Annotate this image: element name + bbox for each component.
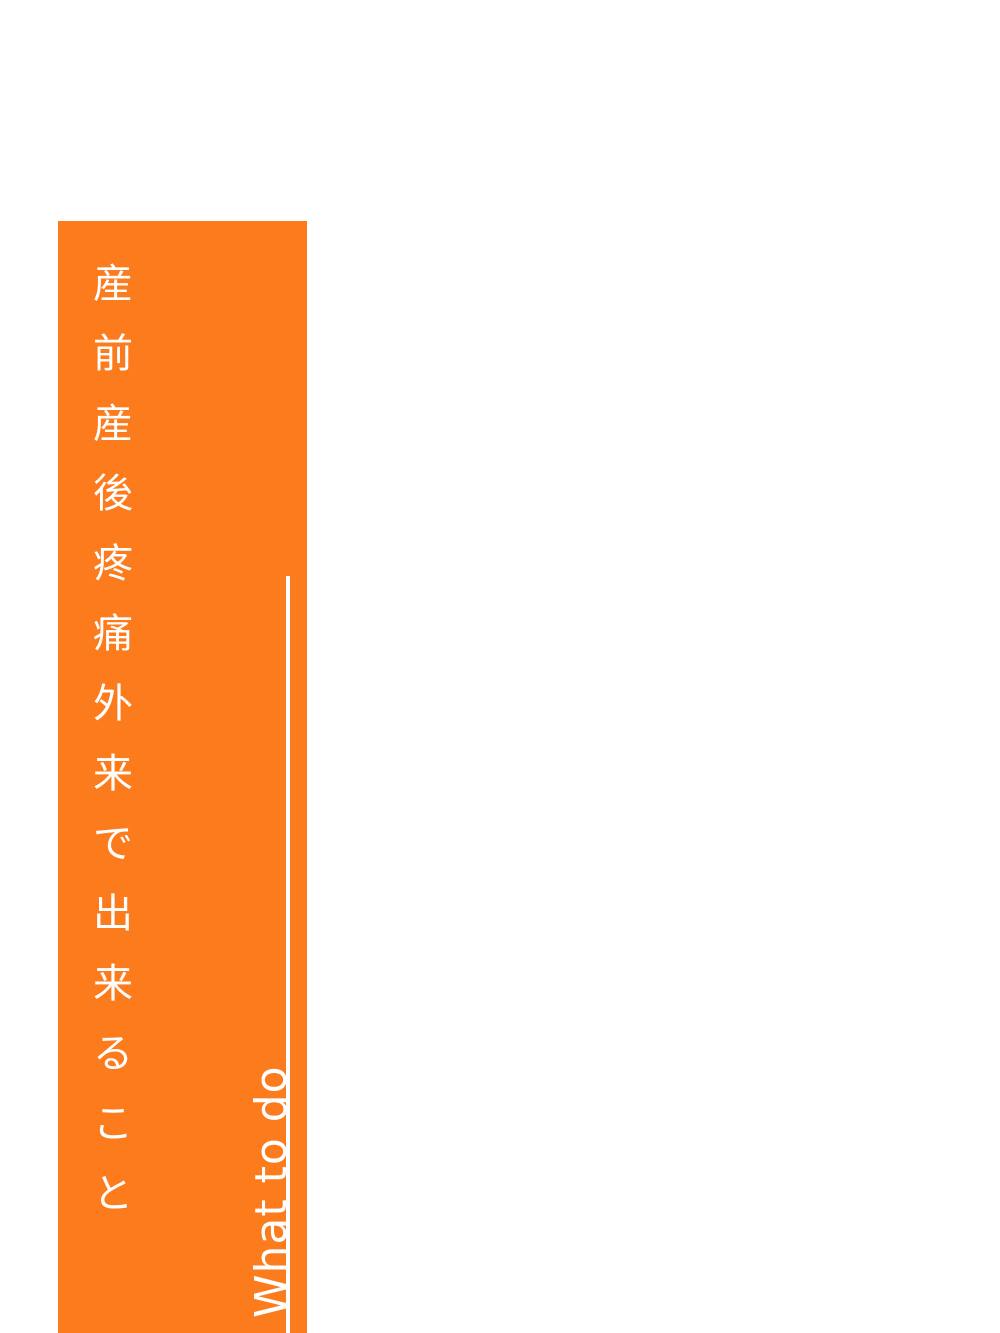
title-char: 痛: [93, 611, 133, 657]
english-subtitle: What to do: [246, 1065, 297, 1318]
title-char: 出: [93, 891, 133, 937]
title-char: で: [93, 821, 133, 867]
title-char: 来: [93, 751, 133, 797]
title-char: 後: [93, 471, 133, 517]
title-char: と: [93, 1171, 133, 1217]
title-char: 産: [93, 261, 133, 307]
title-char: こ: [93, 1101, 133, 1147]
title-char: 前: [93, 331, 133, 377]
section-header-panel: 産 前 産 後 疼 痛 外 来 で 出 来 る こ と What to do: [58, 221, 307, 1333]
title-char: 疼: [93, 541, 133, 587]
vertical-divider-line: [286, 576, 290, 1333]
title-char: 外: [93, 681, 133, 727]
vertical-title: 産 前 産 後 疼 痛 外 来 で 出 来 る こ と: [89, 249, 137, 1229]
title-char: る: [93, 1031, 133, 1077]
title-char: 産: [93, 401, 133, 447]
title-char: 来: [93, 961, 133, 1007]
